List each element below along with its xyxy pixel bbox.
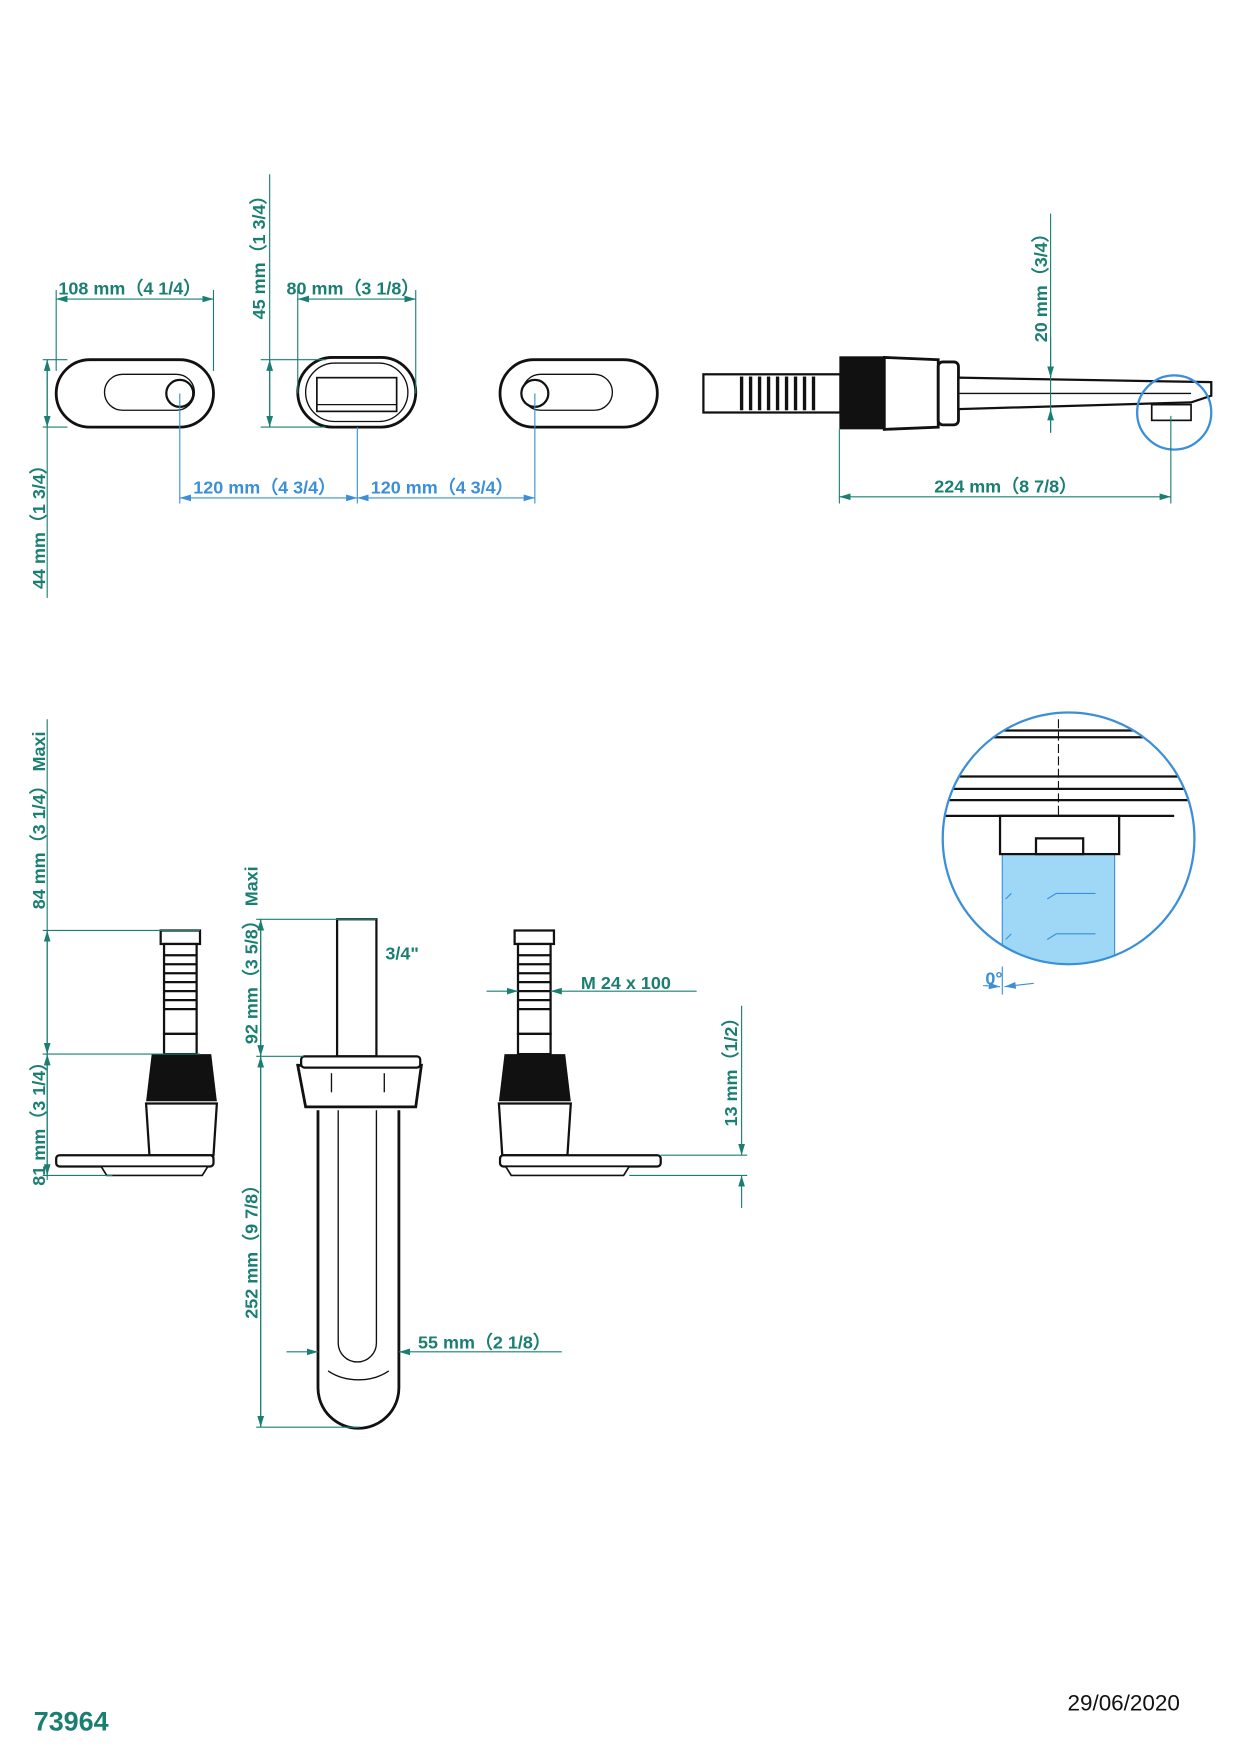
dim-84-81: 84 mm（3 1/4） Maxi 81 mm（3 1/4） [29, 719, 201, 1186]
dim-label-spout-section: 20 mm（3/4） [1031, 224, 1051, 342]
detail-callout-circle [1135, 374, 1213, 451]
top-view-spout [296, 356, 418, 429]
side-view-spout [702, 355, 1213, 431]
connection-size-label: 3/4" [385, 944, 418, 964]
thread-size-label: M 24 x 100 [581, 973, 671, 993]
dim-120-spacing: 120 mm（4 3/4） 120 mm（4 3/4） [179, 393, 536, 504]
dim-label-plate-thickness: 13 mm（1/2） [721, 1009, 741, 1127]
front-view-spout [296, 918, 423, 1430]
dim-label-spout-max-shank: 92 mm（3 5/8） Maxi [241, 866, 261, 1044]
dim-label-spout-width-front: 55 mm（2 1/8） [418, 1332, 551, 1352]
dim-45: 45 mm（1 3/4） [249, 174, 326, 428]
dim-224: 224 mm（8 7/8） [838, 415, 1172, 504]
front-view-right-handle [497, 929, 662, 1177]
dim-label-spacing-left: 120 mm（4 3/4） [193, 477, 336, 497]
dim-label-spout-length: 252 mm（9 7/8） [241, 1176, 261, 1319]
detail-view: 0° [941, 711, 1196, 995]
dim-label-handle-height: 44 mm（1 3/4） [29, 456, 49, 589]
dim-44: 44 mm（1 3/4） [29, 359, 68, 598]
dim-108: 108 mm（4 1/4） [55, 279, 215, 371]
detail-angle-label: 0° [985, 968, 1002, 988]
dim-label-handle-width: 108 mm（4 1/4） [58, 279, 201, 299]
product-code: 73964 [34, 1707, 109, 1737]
dim-label-handle-height-front: 81 mm（3 1/4） [29, 1053, 49, 1186]
dim-20: 20 mm（3/4） [1031, 213, 1054, 433]
dim-label-handle-max-shank: 84 mm（3 1/4） Maxi [29, 731, 49, 909]
top-view-right-handle [498, 358, 659, 429]
dim-label-spout-reach: 224 mm（8 7/8） [934, 476, 1077, 496]
dim-label-spout-width: 80 mm（3 1/8） [287, 279, 420, 299]
dim-92-252: 92 mm（3 5/8） Maxi 252 mm（9 7/8） [241, 866, 377, 1428]
dim-13: 13 mm（1/2） [629, 1005, 748, 1209]
dim-label-spacing-right: 120 mm（4 3/4） [371, 477, 514, 497]
dim-55: 55 mm（2 1/8） [286, 1332, 562, 1356]
dim-label-spout-height: 45 mm（1 3/4） [249, 187, 269, 320]
dim-thread: M 24 x 100 [486, 973, 697, 995]
dim-80: 80 mm（3 1/8） [287, 279, 420, 394]
document-date: 29/06/2020 [1067, 1690, 1179, 1715]
top-view-left-handle [54, 358, 215, 429]
front-view-left-handle [55, 929, 219, 1177]
